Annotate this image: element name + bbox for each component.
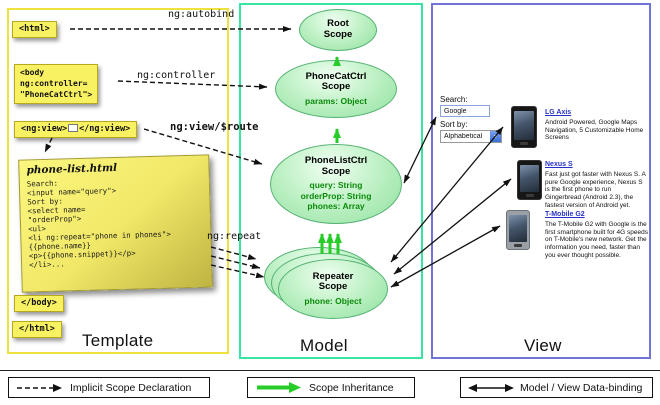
phonelistctrl-scope-ellipse: PhoneListCtrl Scope query: String orderP… bbox=[270, 144, 402, 224]
phone-key bbox=[525, 194, 534, 197]
repeater-scope-ellipse: Repeater Scope phone: Object bbox=[278, 259, 388, 319]
phone-image-lg-axis[interactable] bbox=[511, 106, 537, 148]
legend-binding-label: Model / View Data-binding bbox=[520, 381, 643, 394]
sort-select[interactable]: Alphabetical ▾ bbox=[440, 130, 502, 143]
legend-scope-inheritance: Scope Inheritance bbox=[247, 377, 415, 398]
phone-screen bbox=[509, 215, 527, 242]
legend-implicit-scope: Implicit Scope Declaration bbox=[8, 377, 210, 398]
ng-view-route-label: ng:view/$route bbox=[170, 121, 259, 133]
search-input[interactable] bbox=[440, 105, 490, 117]
select-arrow-icon: ▾ bbox=[490, 131, 501, 142]
phonelistctrl-scope-prop-orderprop: orderProp: String bbox=[300, 190, 372, 201]
legend-implicit-label: Implicit Scope Declaration bbox=[70, 381, 192, 394]
phone-desc-tmobile-g2: The T-Mobile G2 with Google is the first… bbox=[545, 221, 648, 259]
phone-screen bbox=[514, 111, 534, 140]
phone-image-nexus-s[interactable] bbox=[517, 160, 542, 200]
legend-divider bbox=[0, 370, 660, 371]
template-section-label: Template bbox=[82, 331, 154, 350]
phone-list-template-box: phone-list.html Search: <input name="que… bbox=[18, 154, 213, 293]
phonelistctrl-scope-prop-phones: phones: Array bbox=[307, 201, 365, 212]
ng-repeat-label: ng:repeat bbox=[207, 231, 262, 242]
ng-controller-label: ng:controller bbox=[137, 70, 216, 81]
phonelistctrl-scope-prop-query: query: String bbox=[309, 180, 363, 191]
root-scope-ellipse: Root Scope bbox=[299, 9, 377, 51]
phone-image-tmobile-g2[interactable] bbox=[506, 210, 530, 250]
phonecatctrl-scope-prop: params: Object bbox=[305, 95, 367, 106]
legend-data-binding: Model / View Data-binding bbox=[460, 377, 653, 398]
repeater-scope-prop: phone: Object bbox=[304, 295, 362, 306]
phone-list-code: Search: <input name="query"> Sort by: <s… bbox=[26, 178, 171, 270]
phonelistctrl-scope-title: PhoneListCtrl Scope bbox=[304, 154, 368, 177]
phone-screen bbox=[520, 165, 539, 192]
ng-view-close-text: </ng:view> bbox=[79, 124, 131, 134]
body-close-tag-box: </body> bbox=[14, 295, 64, 313]
ng-view-open-text: <ng:view> bbox=[21, 124, 68, 134]
phonecatctrl-scope-ellipse: PhoneCatCtrl Scope params: Object bbox=[275, 60, 397, 118]
view-placeholder-icon bbox=[68, 124, 79, 132]
sort-select-value: Alphabetical bbox=[444, 133, 483, 140]
phone-link-tmobile-g2[interactable]: T-Mobile G2 bbox=[545, 211, 585, 218]
ng-autobind-label: ng:autobind bbox=[168, 9, 235, 20]
phone-list-filename: phone-list.html bbox=[26, 161, 118, 177]
phone-link-nexus-s[interactable]: Nexus S bbox=[545, 161, 573, 168]
green-arrow-icon bbox=[257, 382, 301, 393]
view-section-label: View bbox=[524, 336, 562, 355]
repeater-scope-title: Repeater Scope bbox=[312, 270, 354, 293]
html-close-tag-box: </html> bbox=[12, 321, 62, 339]
model-section-label: Model bbox=[300, 336, 348, 355]
ng-view-tag-box: <ng:view> </ng:view> bbox=[14, 121, 138, 139]
dashed-arrow-icon bbox=[17, 383, 62, 392]
double-arrow-icon bbox=[468, 383, 514, 392]
phone-desc-nexus-s: Fast just got faster with Nexus S. A pur… bbox=[545, 171, 646, 209]
phone-key bbox=[520, 142, 528, 145]
root-scope-title: Root Scope bbox=[323, 18, 353, 40]
html-open-tag-box: <html> bbox=[12, 21, 57, 39]
phone-desc-lg-axis: Android Powered, Google Maps Navigation,… bbox=[545, 119, 644, 142]
phone-link-lg-axis[interactable]: LG Axis bbox=[545, 109, 572, 116]
phonecatctrl-scope-title: PhoneCatCtrl Scope bbox=[305, 70, 367, 93]
search-label: Search: bbox=[440, 95, 468, 104]
body-open-tag-box: <body ng:controller= "PhoneCatCtrl"> bbox=[14, 64, 99, 105]
legend-inheritance-label: Scope Inheritance bbox=[309, 381, 394, 394]
phone-key bbox=[514, 244, 522, 247]
sort-label: Sort by: bbox=[440, 120, 468, 129]
